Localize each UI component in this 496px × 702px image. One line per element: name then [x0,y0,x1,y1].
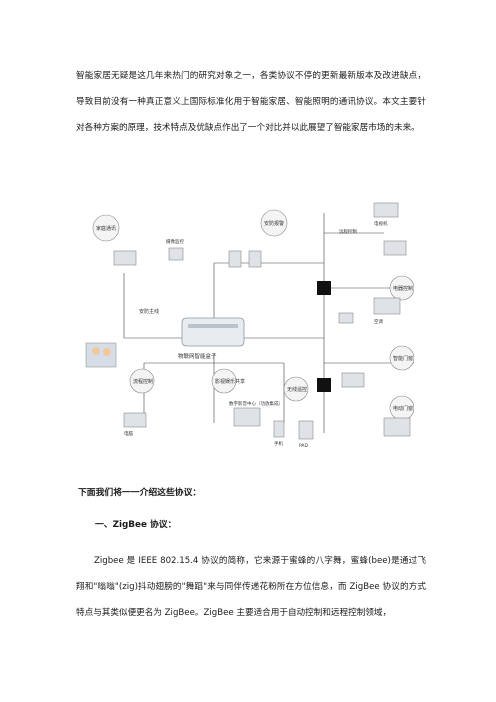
node-flow: 流程控制 [129,368,155,394]
room-photo [383,417,411,437]
svg-text:空调: 空调 [374,318,383,325]
phone-device [273,420,285,438]
tv-device [383,240,407,256]
svg-text:家庭通讯: 家庭通讯 [96,225,116,232]
sensor-device [228,250,242,268]
hub-label: 物联网智能盒子 [178,352,217,360]
controller-box [317,281,331,295]
controller-box [317,378,331,392]
svg-text:摄像监控: 摄像监控 [166,238,184,245]
svg-text:PAD: PAD [299,443,309,449]
intro-paragraph: 智能家居无疑是这几年来热门的研究对象之一，各类协议不停的更新最新版本及改进缺点，… [76,71,426,133]
svg-text:无线遥控: 无线遥控 [287,386,307,393]
appliance-device [373,297,401,315]
node-smart-door: 智能门窗 [389,345,414,371]
svg-text:流程控制: 流程控制 [133,378,153,385]
node-family-comm: 家庭通讯 [92,214,120,242]
media-center-device [233,407,261,427]
laptop-device [123,412,147,428]
laptop-device [113,250,137,266]
svg-text:安防报警: 安防报警 [264,220,284,227]
section-intro-heading: 下面我们将一一介绍这些协议： [78,488,202,498]
svg-text:电动门窗: 电动门窗 [393,405,413,412]
svg-text:电脑: 电脑 [124,430,133,437]
family-photo [85,342,117,368]
node-security: 安防报警 [260,209,288,237]
svg-text:手机: 手机 [274,440,283,447]
node-appliance: 电器控制 [389,275,414,301]
pad-device [298,420,314,440]
svg-text:远程控制: 远程控制 [339,228,357,235]
svg-text:安防主线: 安防主线 [139,308,159,315]
smart-home-diagram: 物联网智能盒子 家庭通讯 安防报警 电器控制 智能门窗 电动门窗 流程控制 影视… [85,202,414,449]
node-remote: 无线遥控 [283,376,309,402]
svg-text:数字影音中心（功放集成）: 数字影音中心（功放集成） [229,400,283,407]
switch-device [338,312,354,324]
switch-device [341,372,365,388]
svg-text:影视娱乐共享: 影视娱乐共享 [215,378,245,385]
zigbee-paragraph: Zigbee 是 IEEE 802.15.4 协议的简称，它来源于蜜蜂的八字舞，… [76,556,426,618]
hub-device: 物联网智能盒子 [178,317,245,360]
node-curtain: 电动门窗 [389,395,414,421]
svg-text:智能门窗: 智能门窗 [393,355,413,362]
svg-text:电视机: 电视机 [374,220,388,227]
section-zigbee-heading: 一、ZigBee 协议： [95,520,177,530]
camera-device [168,247,184,261]
tv-device [373,202,399,218]
sensor-device [248,250,262,268]
node-media: 影视娱乐共享 [211,368,245,394]
svg-text:电器控制: 电器控制 [393,285,413,292]
